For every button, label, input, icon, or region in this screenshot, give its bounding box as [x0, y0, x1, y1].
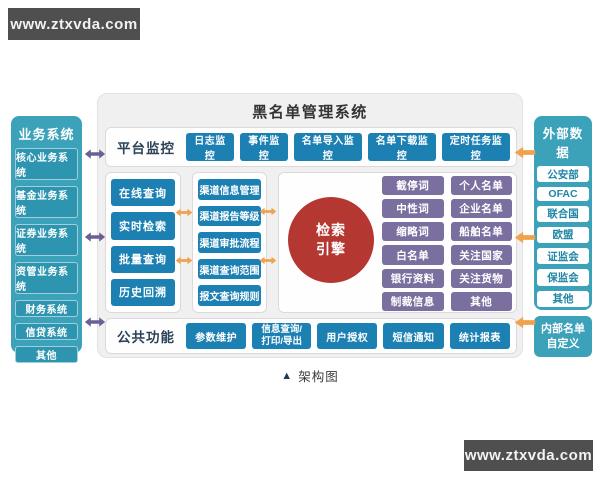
platform-monitoring-items: 日志监控 事件监控 名单导入监控 名单下载监控 定时任务监控: [186, 133, 510, 162]
list-type-item: 制裁信息: [382, 291, 444, 311]
internal-custom-list-box: 内部名单 自定义: [534, 316, 592, 357]
list-type-item: 缩略词: [382, 222, 444, 242]
common-functions-row: 公共功能 参数维护 信息查询/ 打印/导出 用户授权 短信通知 统计报表: [105, 318, 517, 354]
left-arrow-icon: [513, 231, 537, 244]
double-arrow-icon: [175, 207, 193, 218]
double-arrow-icon: [84, 315, 106, 329]
common-functions-items: 参数维护 信息查询/ 打印/导出 用户授权 短信通知 统计报表: [186, 323, 510, 349]
business-system-item: 其他: [15, 346, 78, 363]
middle-section: 在线查询 实时检索 批量查询 历史回溯 渠道信息管理 渠道报告等级 渠道审批流程…: [105, 172, 517, 313]
external-data-panel: 外部数据 公安部 OFAC 联合国 欧盟 证监会 保监会 其他: [534, 116, 592, 310]
channel-item: 渠道信息管理: [198, 179, 261, 200]
caption-text: 架构图: [298, 370, 339, 384]
external-data-item: 联合国: [537, 205, 589, 222]
monitor-item: 名单下载监控: [368, 133, 436, 162]
external-data-list: 公安部 OFAC 联合国 欧盟 证监会 保监会 其他: [537, 166, 589, 307]
search-engine-box: 检索 引擎 截停词 个人名单 中性词 企业名单 缩略词 船舶名单 白名单 关注国…: [278, 172, 517, 313]
left-arrow-icon: [513, 146, 537, 159]
double-arrow-icon: [84, 147, 106, 161]
common-item: 统计报表: [449, 323, 510, 349]
list-type-item: 中性词: [382, 199, 444, 219]
double-arrow-icon: [84, 230, 106, 244]
external-data-item: OFAC: [537, 187, 589, 201]
external-data-title: 外部数据: [542, 127, 584, 160]
business-systems-title: 业务系统: [18, 127, 75, 142]
business-systems-list: 核心业务系统 基金业务系统 证券业务系统 资管业务系统 财务系统 信贷系统 其他: [15, 148, 78, 363]
monitor-item: 名单导入监控: [294, 133, 362, 162]
channel-item: 渠道报告等级: [198, 205, 261, 227]
watermark-bottom-right: www.ztxvda.com: [464, 440, 593, 471]
double-arrow-icon: [259, 206, 277, 217]
common-item: 短信通知: [383, 323, 444, 349]
double-arrow-icon: [259, 255, 277, 266]
external-data-item: 保监会: [537, 269, 589, 286]
business-system-item: 信贷系统: [15, 323, 78, 340]
list-type-item: 船舶名单: [450, 222, 512, 242]
blacklist-system-panel: 黑名单管理系统 平台监控 日志监控 事件监控 名单导入监控 名单下载监控 定时任…: [97, 93, 523, 358]
list-type-item: 银行资料: [382, 268, 444, 288]
external-data-item: 其他: [537, 290, 589, 307]
list-type-item: 关注国家: [450, 245, 512, 265]
list-type-item: 关注货物: [450, 268, 512, 288]
query-item: 实时检索: [111, 212, 175, 240]
query-item: 在线查询: [111, 179, 175, 207]
platform-monitoring-row: 平台监控 日志监控 事件监控 名单导入监控 名单下载监控 定时任务监控: [105, 127, 517, 167]
query-item: 历史回溯: [111, 278, 175, 306]
business-system-item: 财务系统: [15, 300, 78, 317]
watermark-top-left: www.ztxvda.com: [8, 8, 140, 40]
common-item: 参数维护: [186, 323, 247, 349]
double-arrow-icon: [175, 255, 193, 266]
monitor-item: 日志监控: [186, 133, 234, 162]
monitor-item: 定时任务监控: [442, 133, 510, 162]
common-item: 信息查询/ 打印/导出: [252, 323, 312, 349]
monitor-item: 事件监控: [240, 133, 288, 162]
business-system-item: 资管业务系统: [15, 262, 78, 294]
channel-item: 渠道查询范围: [198, 258, 261, 280]
left-arrow-icon: [513, 316, 537, 329]
business-systems-panel: 业务系统 核心业务系统 基金业务系统 证券业务系统 资管业务系统 财务系统 信贷…: [11, 116, 82, 363]
external-data-item: 欧盟: [537, 226, 589, 244]
external-data-item: 证监会: [537, 248, 589, 265]
list-type-grid: 截停词 个人名单 中性词 企业名单 缩略词 船舶名单 白名单 关注国家 银行资料…: [382, 176, 512, 311]
business-system-item: 证券业务系统: [15, 224, 78, 256]
channel-item: 报文查询规则: [198, 285, 261, 306]
common-item: 用户授权: [317, 323, 378, 349]
business-system-item: 基金业务系统: [15, 186, 78, 218]
list-type-item: 截停词: [382, 176, 444, 196]
list-type-item: 其他: [450, 291, 512, 311]
search-engine-circle: 检索 引擎: [288, 197, 374, 283]
query-item: 批量查询: [111, 245, 175, 273]
list-type-item: 个人名单: [450, 176, 512, 196]
channel-functions-column: 渠道信息管理 渠道报告等级 渠道审批流程 渠道查询范围 报文查询规则: [192, 172, 267, 313]
query-functions-column: 在线查询 实时检索 批量查询 历史回溯: [105, 172, 181, 313]
list-type-item: 白名单: [382, 245, 444, 265]
business-system-item: 核心业务系统: [15, 148, 78, 180]
system-title: 黑名单管理系统: [252, 104, 368, 121]
list-type-item: 企业名单: [450, 199, 512, 219]
channel-item: 渠道审批流程: [198, 232, 261, 253]
external-data-item: 公安部: [537, 166, 589, 183]
triangle-marker-icon: ▲: [281, 369, 293, 382]
common-functions-label: 公共功能: [117, 330, 175, 345]
platform-monitoring-label: 平台监控: [117, 141, 175, 156]
figure-caption: ▲ 架构图: [97, 366, 523, 385]
